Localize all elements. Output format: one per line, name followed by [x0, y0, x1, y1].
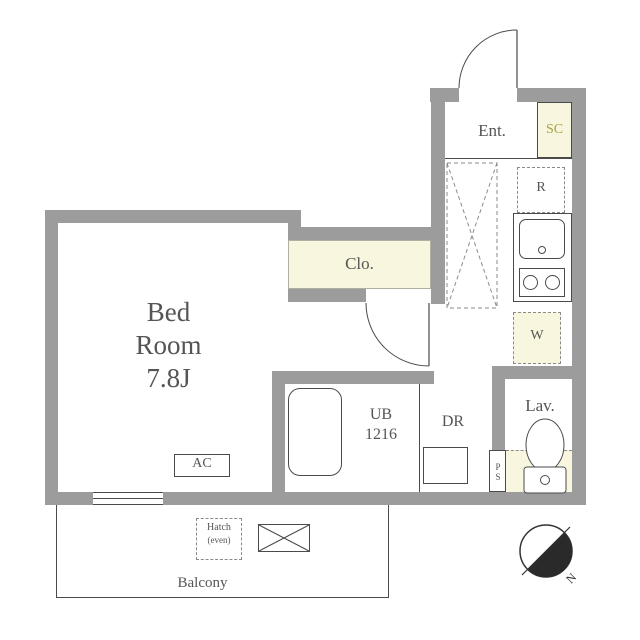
washer-label: W — [530, 328, 544, 343]
bathtub — [288, 388, 342, 476]
compass-needle — [521, 526, 571, 576]
balcony-railing-right — [388, 505, 389, 598]
wall-right — [572, 88, 586, 505]
dressing-room-label: DR — [441, 413, 465, 430]
wall-closet-top — [288, 227, 445, 240]
room-door-arc — [365, 302, 430, 367]
refrigerator-label: R — [536, 180, 546, 195]
wall-bath-left — [272, 371, 285, 505]
sink-drain-icon — [538, 246, 546, 254]
balcony-railing-bottom — [56, 597, 389, 598]
hatch-line2: (even) — [207, 535, 231, 545]
wall-ent-top-right — [517, 88, 586, 102]
wall-bottom-main — [163, 492, 586, 505]
lavatory-label: Lav. — [525, 396, 555, 415]
bath-right-partition — [419, 384, 420, 492]
balcony-railing-left — [56, 505, 57, 598]
wall-left — [45, 210, 58, 505]
entrance-step-line — [445, 158, 572, 159]
entrance-door-arc — [458, 29, 518, 89]
pipe-space-label: PS — [493, 462, 503, 482]
bedroom-size: 7.8J — [146, 363, 191, 393]
bedroom-name-line2: Room — [135, 330, 202, 360]
kitchen-sink — [519, 219, 565, 259]
stove-burner-right-icon — [545, 275, 560, 290]
closet-area — [288, 240, 431, 289]
pipe-space-box — [489, 450, 506, 492]
corridor-dashed-storage — [446, 162, 498, 309]
evacuation-hatch-box — [196, 518, 242, 560]
balcony-label: Balcony — [177, 575, 228, 591]
wall-bedroom-top — [45, 210, 301, 223]
wall-lav-top — [492, 366, 586, 379]
wall-bath-top — [272, 371, 434, 384]
ac-unit-box — [174, 454, 230, 477]
bedroom-name-line1: Bed — [146, 297, 191, 327]
wall-bedroom-top-jog — [288, 210, 301, 240]
north-label: N — [563, 570, 579, 586]
entrance-label: Ent. — [478, 121, 506, 140]
lavatory-floor-area — [506, 450, 572, 492]
compass-circle — [519, 524, 573, 578]
hatch-label: Hatch (even) — [196, 522, 242, 546]
bedroom-label: Bed Room 7.8J — [86, 296, 251, 395]
closet-label: Clo. — [345, 254, 374, 273]
unit-bath-line1: UB — [369, 406, 393, 423]
window-glass-line — [93, 498, 163, 499]
vanity-box — [423, 447, 468, 484]
hatch-line1: Hatch — [207, 522, 231, 533]
balcony-window — [93, 492, 163, 505]
wall-corridor-left — [431, 88, 445, 304]
washer-box — [513, 312, 561, 364]
shoe-closet-label: SC — [545, 122, 564, 137]
shoe-closet-area — [537, 102, 572, 158]
unit-bath-label: UB 1216 — [350, 405, 412, 445]
wall-closet-bottom — [288, 289, 366, 302]
compass: N — [519, 524, 579, 586]
compass-fill — [527, 532, 573, 578]
stove-burner-left-icon — [523, 275, 538, 290]
refrigerator-box — [517, 167, 565, 213]
wall-bottom-left — [45, 492, 93, 505]
unit-bath-line2: 1216 — [365, 426, 397, 443]
outdoor-unit-box — [258, 524, 310, 552]
wall-dr-lav-divider — [492, 366, 505, 452]
ac-label: AC — [192, 456, 212, 471]
